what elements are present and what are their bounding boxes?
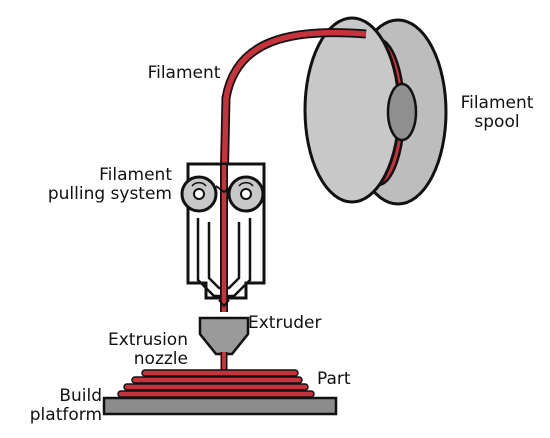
label-extrusion-nozzle: Extrusion nozzle <box>76 331 188 369</box>
printed-part <box>117 369 315 398</box>
build-platform <box>102 396 338 416</box>
label-extruder: Extruder <box>248 313 322 333</box>
label-filament-pulling-system: Filament pulling system <box>42 166 172 204</box>
pulling-rollers <box>180 175 265 213</box>
label-part: Part <box>317 369 351 389</box>
spool-hub <box>386 82 418 142</box>
label-pulling-line2: pulling system <box>47 184 172 204</box>
label-nozzle-line2: nozzle <box>133 349 188 369</box>
label-nozzle-line1: Extrusion <box>108 330 188 350</box>
label-build-platform: Build platform <box>6 387 102 425</box>
spool-front-flange <box>303 16 401 204</box>
label-filament: Filament <box>147 63 221 83</box>
label-pulling-line1: Filament <box>99 165 172 185</box>
label-filament-spool: Filament spool <box>450 94 544 132</box>
label-platform-line2: platform <box>29 405 102 425</box>
label-spool-line1: Filament <box>460 93 534 113</box>
label-platform-line1: Build <box>59 386 102 406</box>
filament-spool <box>303 16 448 206</box>
extrusion-nozzle <box>198 316 250 372</box>
label-spool-line2: spool <box>474 112 520 132</box>
